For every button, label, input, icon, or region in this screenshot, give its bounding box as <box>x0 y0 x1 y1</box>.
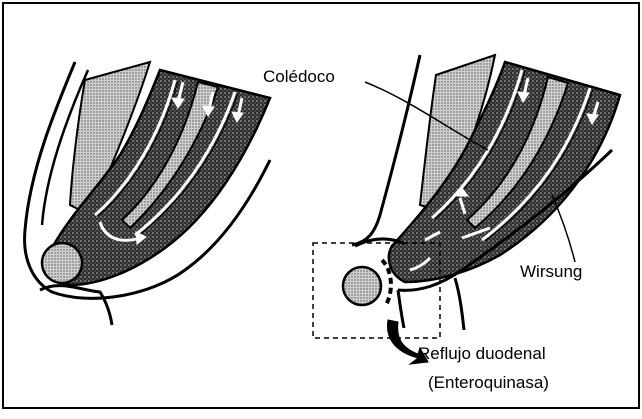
right-ampulla <box>343 267 381 305</box>
label-choledochus: Colédoco <box>263 67 335 86</box>
label-wirsung: Wirsung <box>520 262 582 281</box>
left-ampulla <box>42 243 82 283</box>
label-reflux-line2: (Enteroquinasa) <box>428 373 549 392</box>
label-reflux-line1: Reflujo duodenal <box>418 344 546 363</box>
